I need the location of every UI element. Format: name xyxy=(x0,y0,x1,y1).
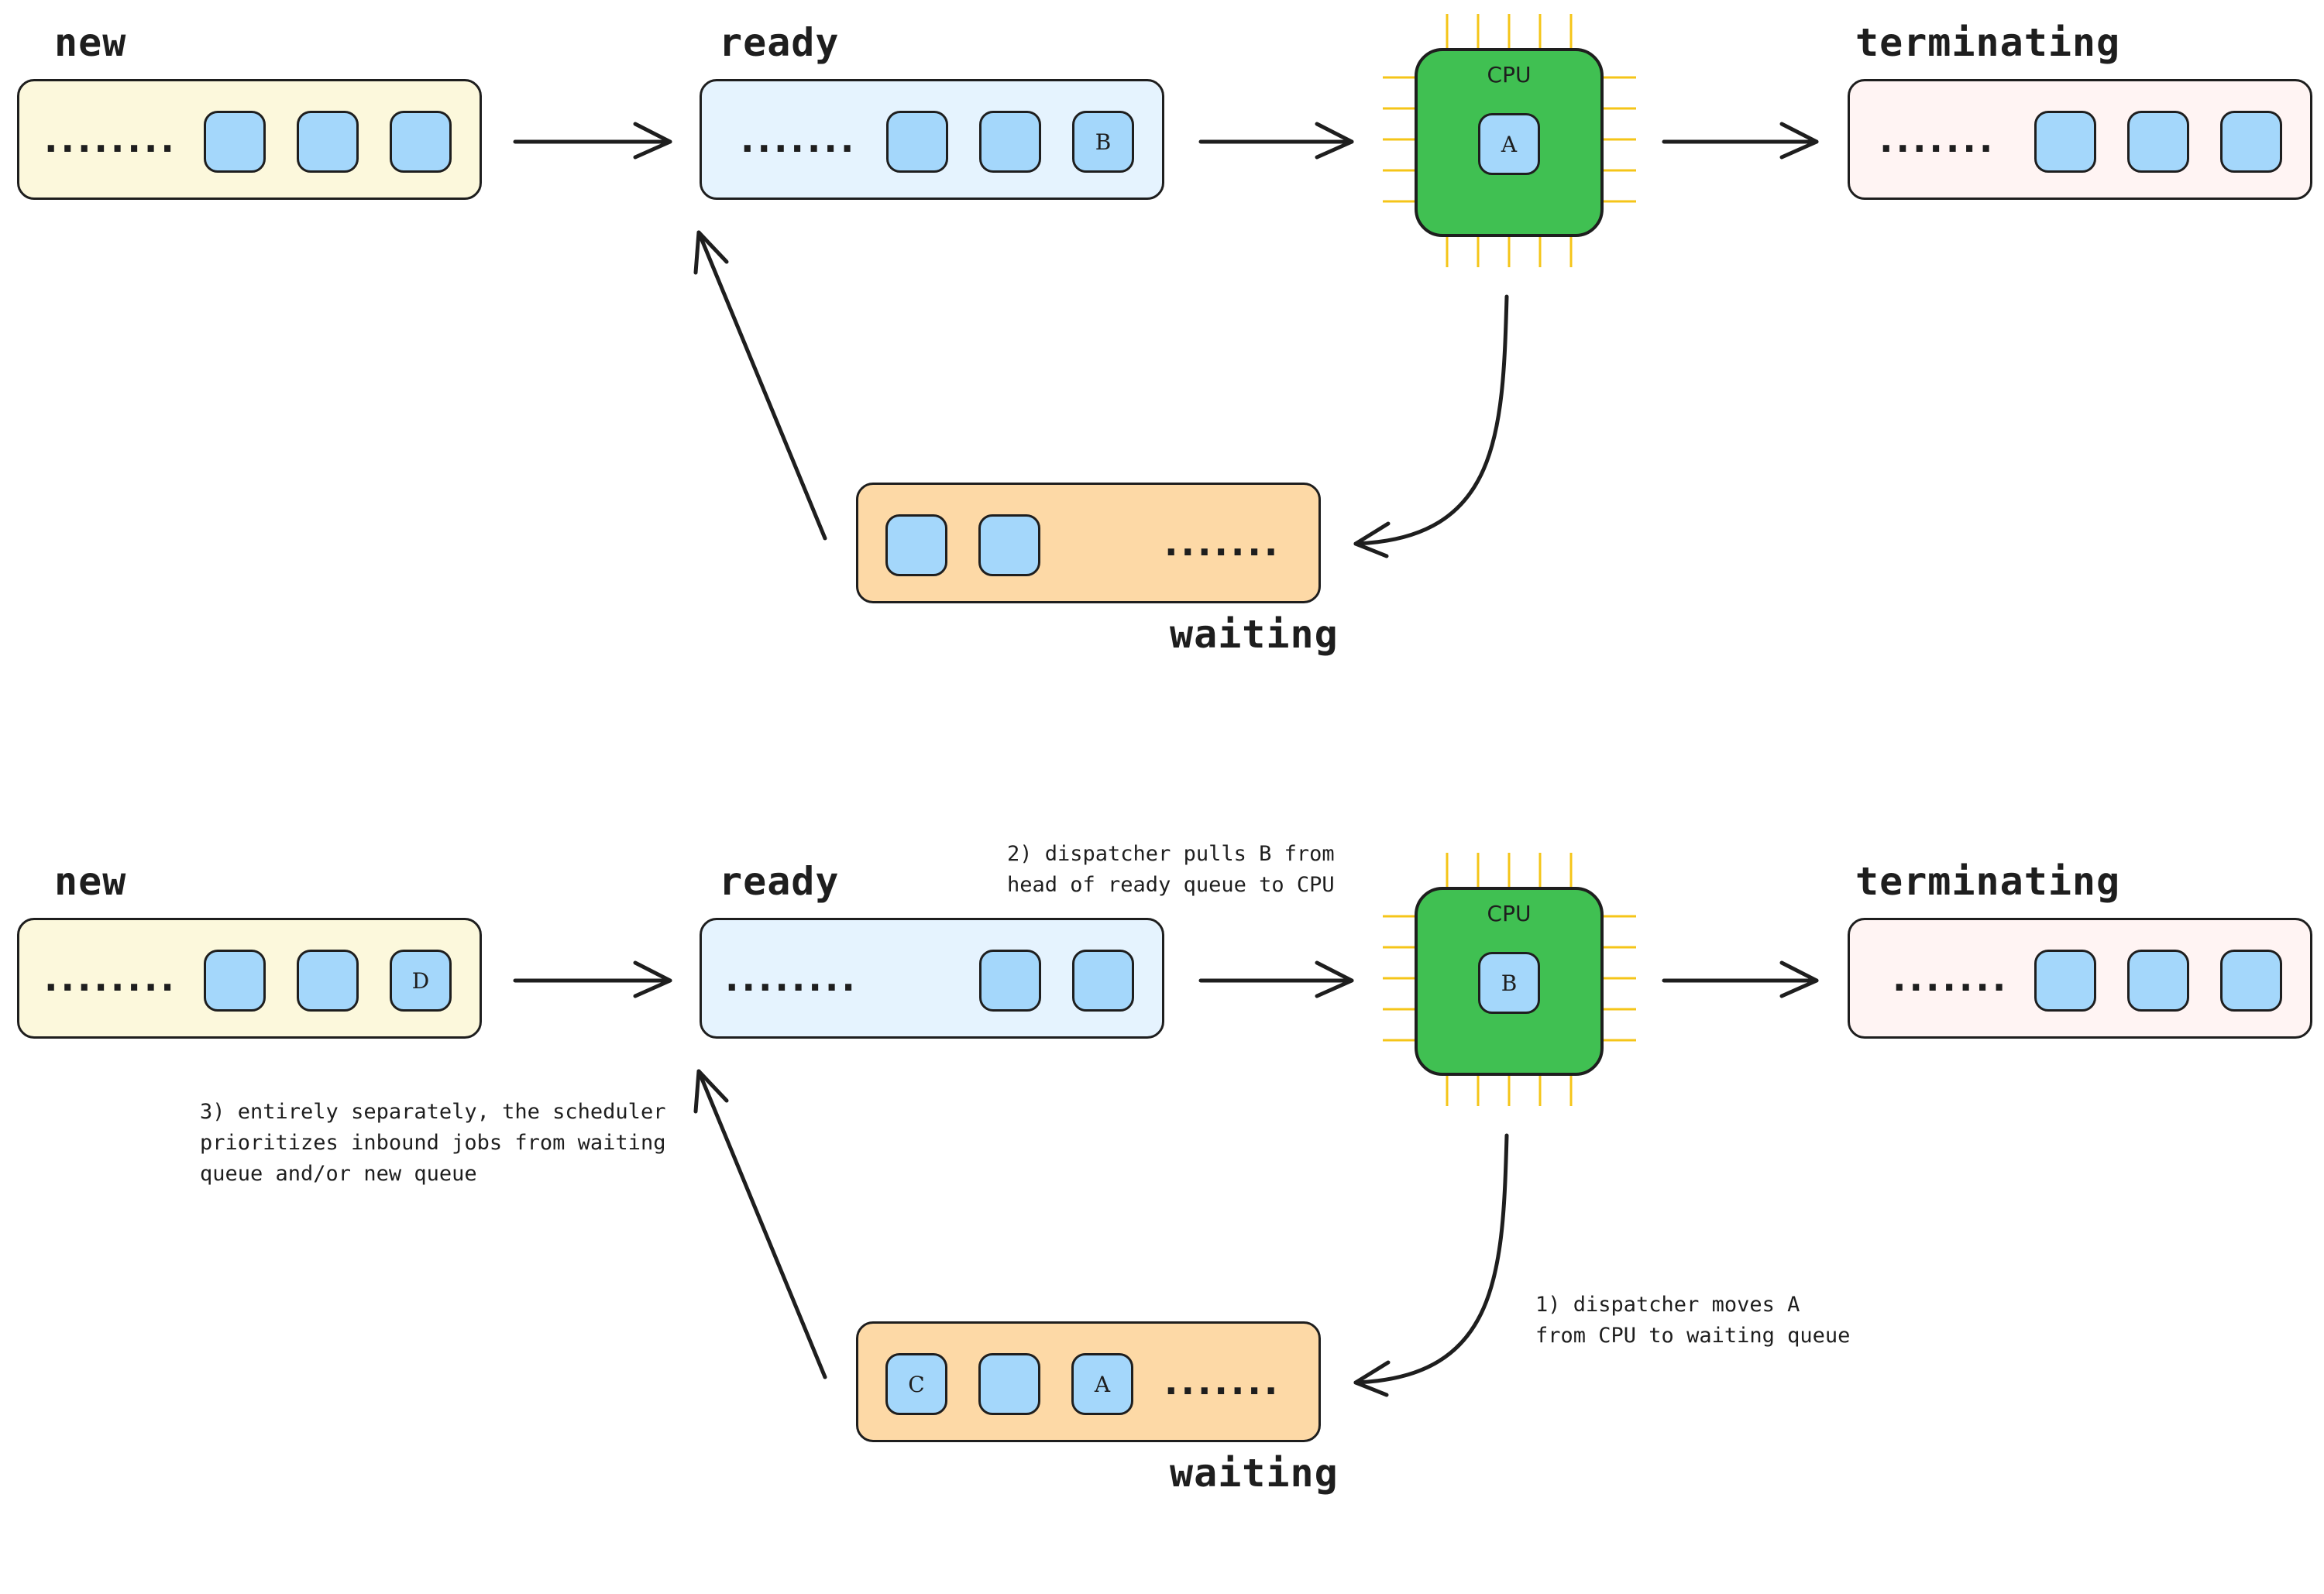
queue-dots: ....... xyxy=(741,119,858,160)
job xyxy=(297,111,359,173)
arrow-ready-to-cpu xyxy=(1198,122,1354,160)
waiting-queue: ....... xyxy=(856,483,1321,603)
cpu: CPU A xyxy=(1415,48,1604,237)
job xyxy=(2034,950,2096,1012)
cpu-job-b: B xyxy=(1478,952,1540,1014)
cpu-job-a: A xyxy=(1478,113,1540,175)
job-a: A xyxy=(1071,1353,1133,1415)
arrow-cpu-to-terminating xyxy=(1662,960,1819,998)
bottom-diagram: new ........ D ready ........ 2) dispatc… xyxy=(0,839,2324,1594)
ready-queue-label: ready xyxy=(719,859,840,904)
job xyxy=(886,111,948,173)
job xyxy=(1072,950,1134,1012)
job xyxy=(204,950,266,1012)
ready-queue: ....... B xyxy=(700,79,1164,200)
job-d: D xyxy=(390,950,452,1012)
terminating-queue-label: terminating xyxy=(1855,859,2121,904)
job xyxy=(2127,950,2189,1012)
job xyxy=(390,111,452,173)
cpu: CPU B xyxy=(1415,887,1604,1076)
arrow-new-to-ready xyxy=(513,960,672,998)
arrow-cpu-to-waiting xyxy=(1353,294,1509,558)
queue-dots: ........ xyxy=(44,119,177,160)
note-scheduler: 3) entirely separately, the scheduler pr… xyxy=(200,1100,666,1186)
new-queue: ........ xyxy=(17,79,482,200)
terminating-queue: ....... xyxy=(1848,918,2312,1039)
cpu-label: CPU xyxy=(1487,901,1532,926)
arrow-waiting-to-ready xyxy=(693,230,827,541)
new-queue: ........ D xyxy=(17,918,482,1039)
job xyxy=(297,950,359,1012)
job xyxy=(885,514,947,576)
top-diagram: new ........ ready ....... B CPU A termi… xyxy=(0,0,2324,755)
queue-dots: ....... xyxy=(1164,1361,1281,1403)
waiting-queue-label: waiting xyxy=(1170,1451,1339,1496)
arrow-cpu-to-terminating xyxy=(1662,122,1819,160)
job xyxy=(979,950,1041,1012)
ready-queue: ........ xyxy=(700,918,1164,1039)
terminating-queue: ....... xyxy=(1848,79,2312,200)
new-queue-label: new xyxy=(54,20,127,65)
job-c: C xyxy=(885,1353,947,1415)
job xyxy=(978,514,1040,576)
queue-dots: ........ xyxy=(725,957,858,999)
job xyxy=(978,1353,1040,1415)
queue-dots: ....... xyxy=(1164,522,1281,564)
note-dispatcher-pull: 2) dispatcher pulls B from head of ready… xyxy=(1007,842,1335,897)
arrow-new-to-ready xyxy=(513,122,672,160)
job xyxy=(204,111,266,173)
terminating-queue-label: terminating xyxy=(1855,20,2121,65)
arrow-cpu-to-waiting xyxy=(1353,1133,1509,1397)
waiting-queue-label: waiting xyxy=(1170,612,1339,657)
queue-dots: ....... xyxy=(1879,119,1996,160)
job xyxy=(2220,950,2282,1012)
queue-dots: ........ xyxy=(44,957,177,999)
job xyxy=(2127,111,2189,173)
note-dispatcher-move: 1) dispatcher moves A from CPU to waitin… xyxy=(1535,1293,1851,1348)
arrow-waiting-to-ready xyxy=(693,1069,827,1379)
job xyxy=(2034,111,2096,173)
queue-dots: ....... xyxy=(1893,957,2009,999)
waiting-queue: C A ....... xyxy=(856,1321,1321,1442)
job xyxy=(2220,111,2282,173)
ready-queue-label: ready xyxy=(719,20,840,65)
arrow-ready-to-cpu xyxy=(1198,960,1354,998)
job-b: B xyxy=(1072,111,1134,173)
cpu-label: CPU xyxy=(1487,62,1532,88)
new-queue-label: new xyxy=(54,859,127,904)
job xyxy=(979,111,1041,173)
